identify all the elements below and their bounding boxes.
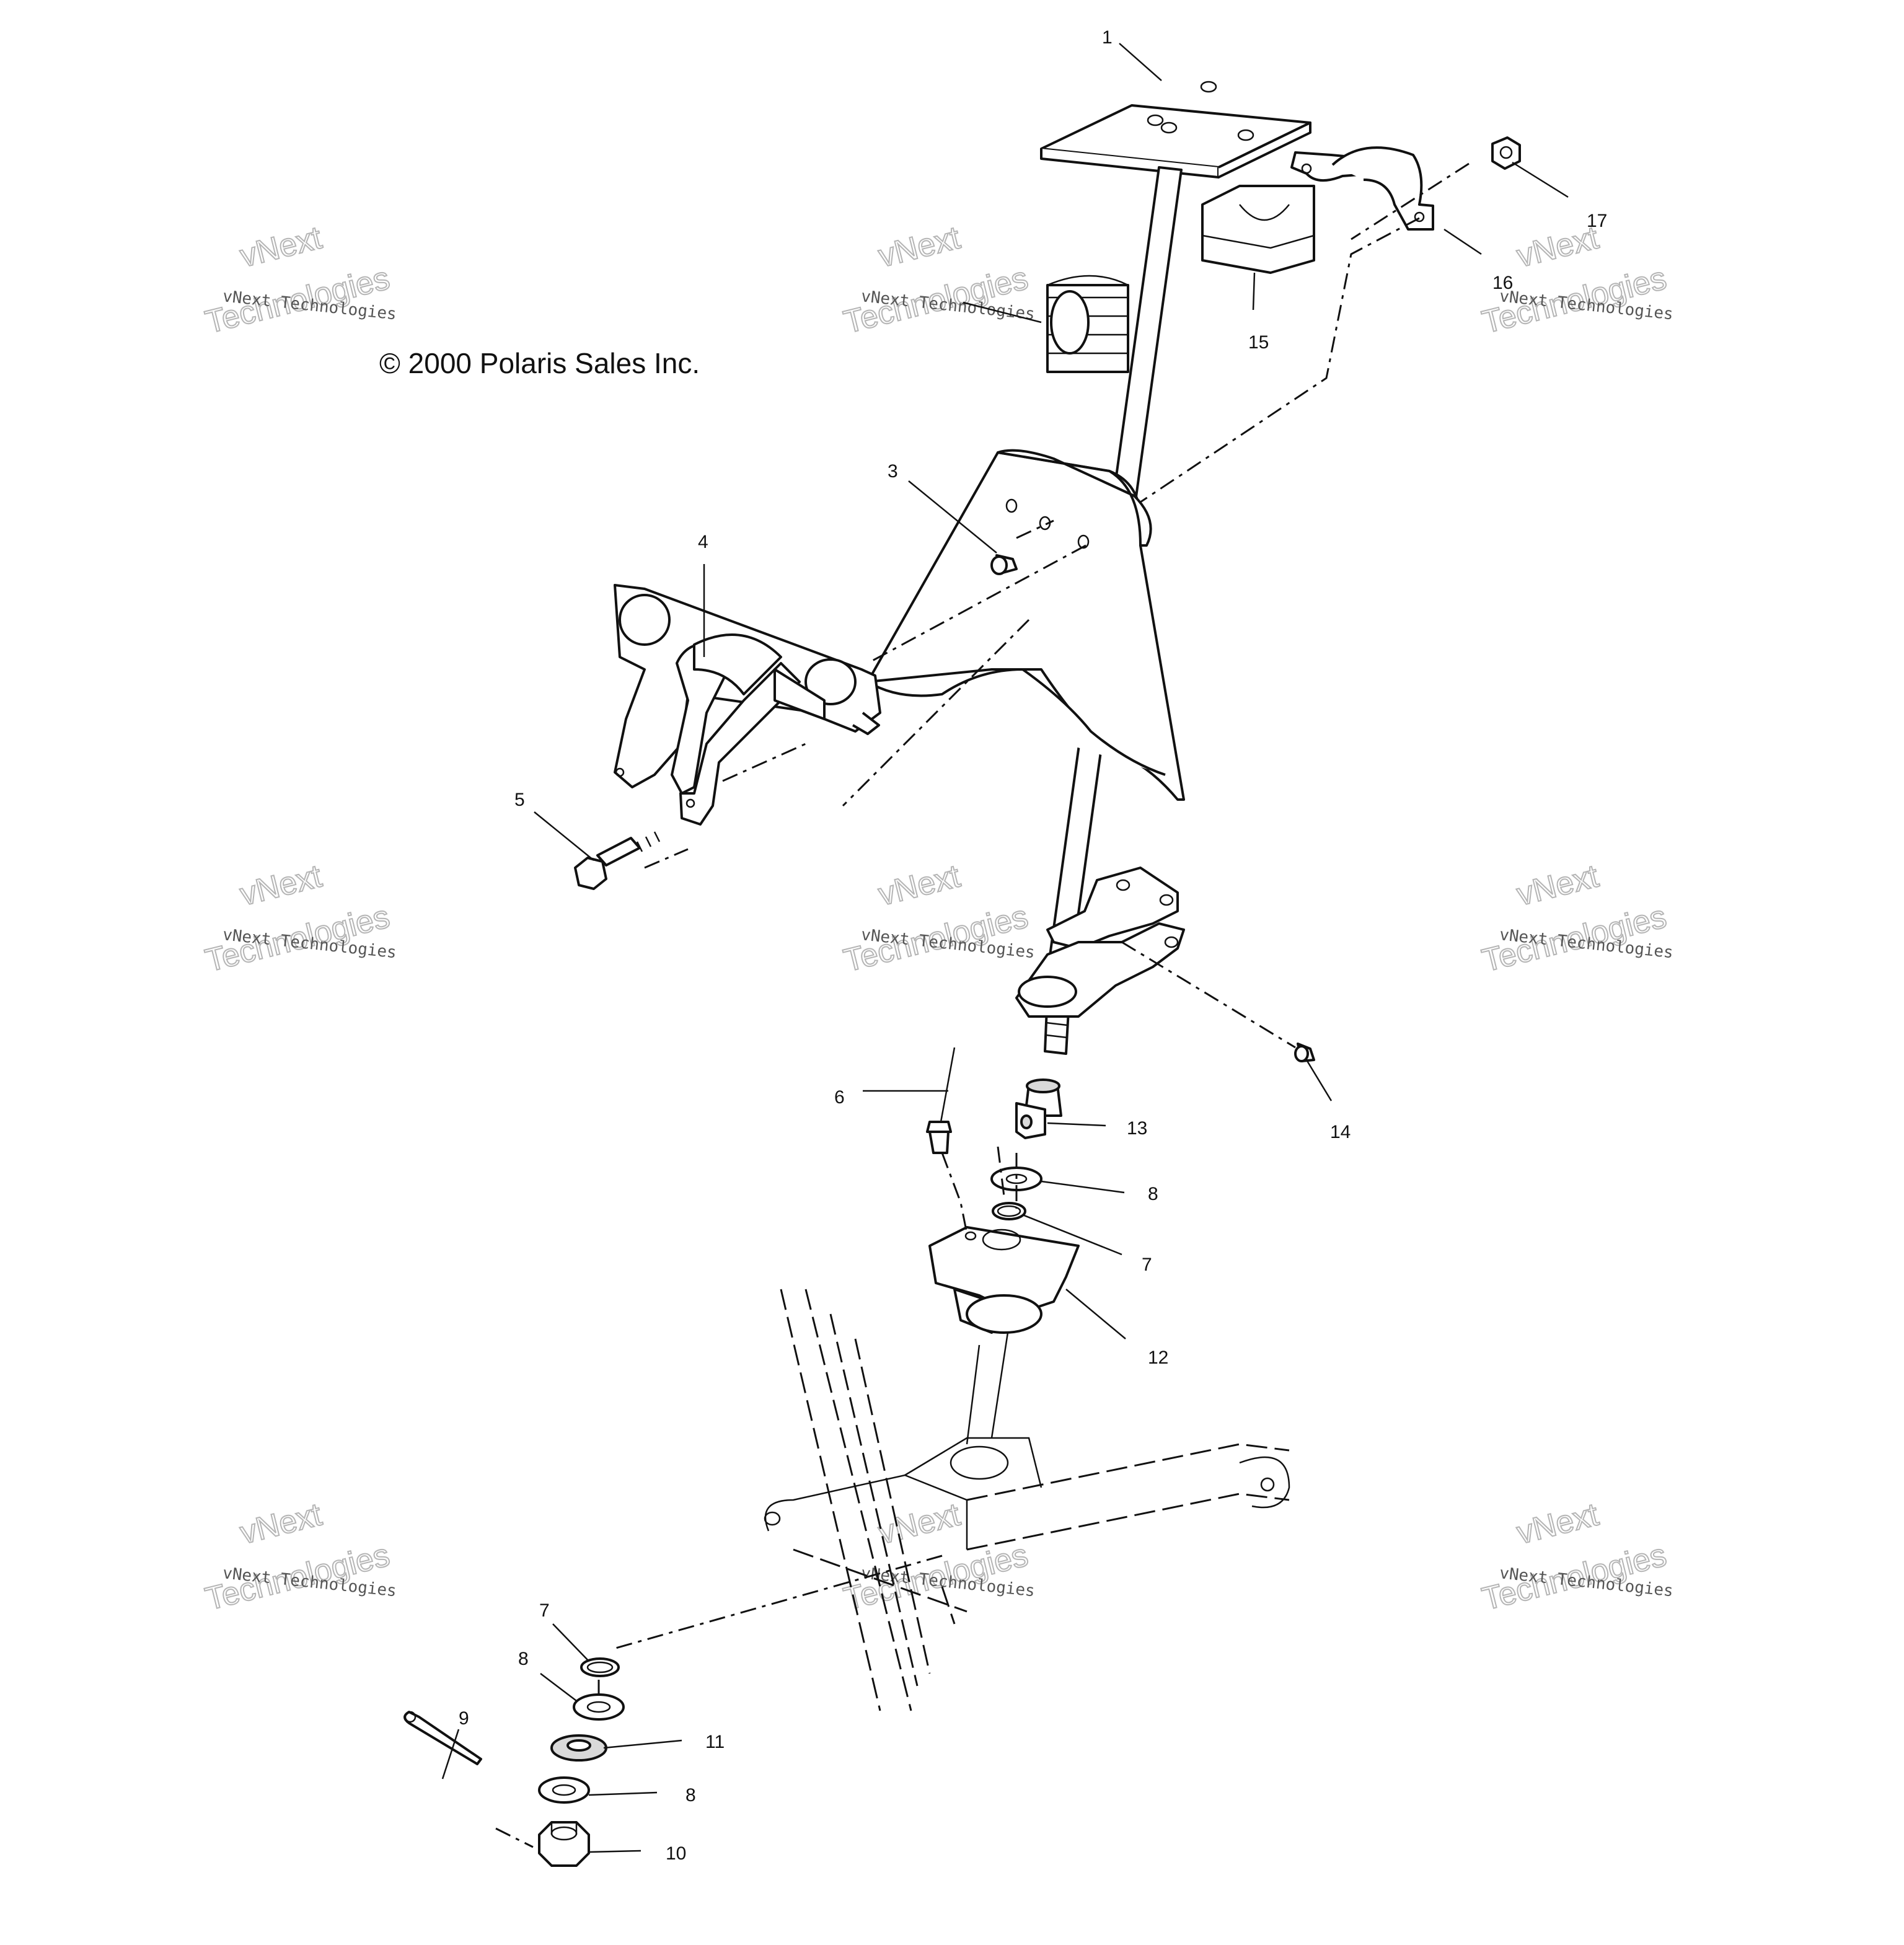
watermark: vNext Technologies vNext Technologies [1478,1496,1674,1618]
part-7-oring-lower [580,1657,620,1677]
part-7-oring-upper [992,1202,1026,1220]
svg-text:vNext: vNext [875,858,964,913]
callout-7-upper: 7 [1142,1255,1152,1275]
part-13-ujoint [1015,1102,1046,1139]
part-15-bushing [1046,185,1315,373]
callout-3: 3 [888,461,898,482]
part-9-cotter-pin [403,1711,482,1765]
callout-12: 12 [1148,1347,1168,1368]
watermark: vNext Technologies vNext Technologies [201,857,397,979]
watermark: vNext Technologies vNext Technologies [201,219,397,341]
part-3-screw [990,554,1018,575]
frame-crossmember [764,1289,1290,1711]
callout-4: 4 [698,532,708,552]
callout-13: 13 [1127,1118,1147,1139]
steering-plates [1015,867,1185,1018]
hood-panel [866,449,1185,801]
callout-9: 9 [459,1708,469,1729]
svg-text:vNext: vNext [1514,858,1603,913]
part-8-washer-lower-1 [573,1693,625,1721]
callout-16: 16 [1492,273,1513,293]
callout-8-upper: 8 [1148,1184,1158,1204]
watermark: vNext Technologies vNext Technologies [840,857,1036,979]
watermark: vNext Technologies vNext Technologies [840,219,1036,341]
svg-text:vNext: vNext [875,1496,964,1551]
svg-text:vNext: vNext [237,858,326,913]
part-10-castle-nut [538,1821,590,1867]
watermarks: vNext Technologies vNext Technologies vN… [201,219,1674,1618]
callout-14: 14 [1330,1122,1351,1142]
callout-6: 6 [834,1087,845,1108]
svg-text:vNext: vNext [1514,1496,1603,1551]
callout-8-lower-2: 8 [685,1785,696,1806]
leader-lines [441,43,1569,1853]
svg-text:vNext: vNext [237,1496,326,1551]
part-14-screw [1294,1043,1315,1062]
part-5-bolt [574,831,661,890]
callout-11: 11 [705,1732,725,1752]
callout-17: 17 [1587,211,1607,231]
watermark: vNext Technologies vNext Technologies [1478,857,1674,979]
part-17-nut [1491,136,1521,170]
part-11-lock-washer [550,1734,607,1762]
callout-labels: 1 3 4 5 6 7 7 8 8 8 9 10 11 12 13 14 15 … [459,27,1607,1864]
callout-5: 5 [514,790,525,810]
part-12-pivot-block [928,1226,1080,1445]
callout-1: 1 [1102,27,1113,48]
part-4-bracket [614,584,881,826]
part-16-clamp [1290,146,1434,231]
svg-text:vNext: vNext [875,219,964,275]
assembly-lines [495,162,1470,1848]
svg-text:vNext: vNext [237,219,326,275]
callout-8-lower-1: 8 [518,1649,529,1669]
callout-15: 15 [1248,332,1269,353]
callout-10: 10 [666,1843,686,1864]
part-6-rivet [926,1047,956,1154]
callout-7-lower: 7 [539,1600,550,1621]
copyright-text: © 2000 Polaris Sales Inc. [379,347,700,379]
watermark: vNext Technologies vNext Technologies [201,1496,397,1618]
part-8-washer-lower-2 [538,1776,590,1804]
